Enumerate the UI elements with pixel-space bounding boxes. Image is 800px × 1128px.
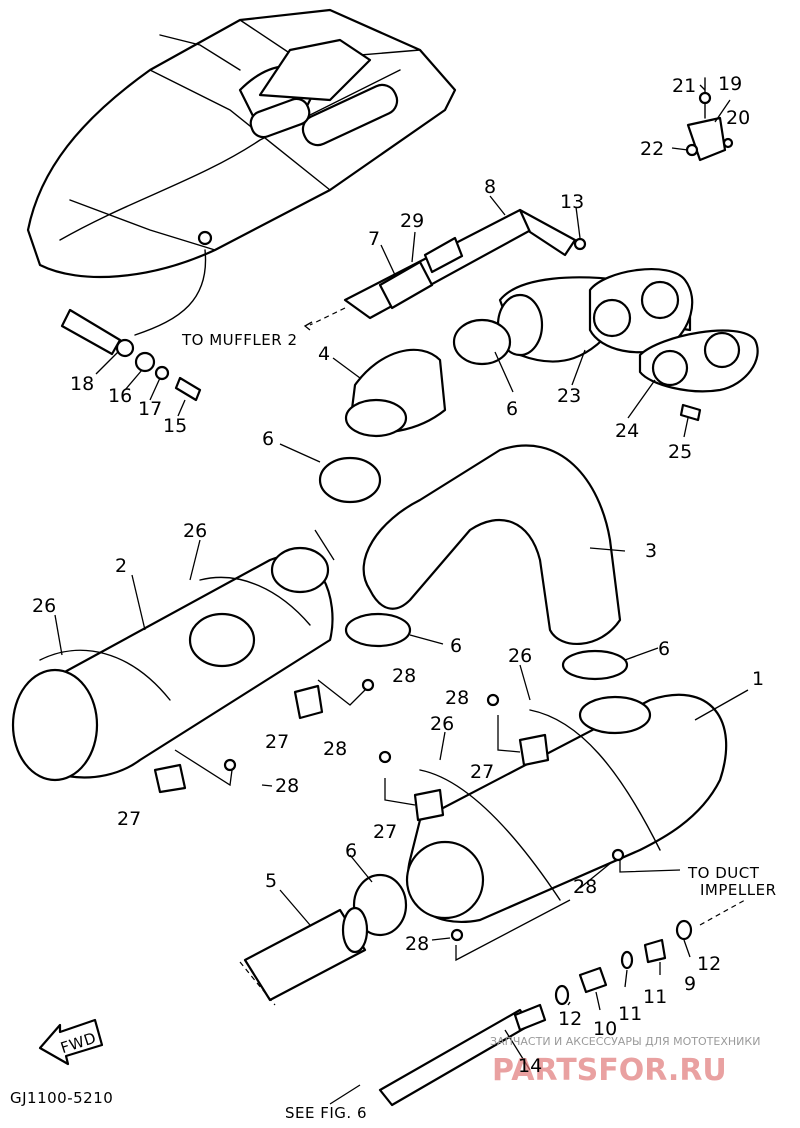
diagram-code: GJ1100-5210 [10, 1089, 113, 1107]
callout-13: 13 [560, 191, 584, 213]
bracket-assembly [685, 77, 734, 162]
callout-28b: 28 [275, 775, 299, 797]
callout-2: 2 [115, 555, 127, 577]
see-fig-leader [329, 1084, 361, 1105]
joint-4 [344, 318, 512, 438]
cooling-pipe-assembly [309, 208, 587, 326]
callout-12b: 12 [697, 953, 721, 975]
drain-assembly [378, 899, 746, 1107]
muffler-2 [11, 546, 334, 782]
callout-28a: 28 [392, 665, 416, 687]
callout-24: 24 [615, 420, 639, 442]
fwd-arrow: FWD [38, 1018, 104, 1066]
to-muffler-arrow [303, 321, 313, 331]
callout-14: 14 [518, 1055, 542, 1077]
exhaust-manifold [496, 268, 759, 422]
callout-7: 7 [368, 228, 380, 250]
callout-8: 8 [484, 176, 496, 198]
callout-16: 16 [108, 385, 132, 407]
callout-5: 5 [265, 870, 277, 892]
callout-26b: 26 [32, 595, 56, 617]
callout-6a: 6 [506, 398, 518, 420]
callout-9: 9 [684, 973, 696, 995]
leader-lines [54, 84, 749, 1071]
callout-21: 21 [672, 75, 696, 97]
callout-6d: 6 [658, 638, 670, 660]
exhaust-pipe-5 [239, 906, 369, 1006]
watermark-caption: ЗАПЧАСТИ И АКСЕССУАРЫ ДЛЯ МОТОТЕХНИКИ [490, 1035, 760, 1048]
callout-18: 18 [70, 373, 94, 395]
callout-28e: 28 [573, 876, 597, 898]
callout-20: 20 [726, 107, 750, 129]
callout-6b: 6 [262, 428, 274, 450]
callout-10: 10 [593, 1018, 617, 1040]
callout-1: 1 [752, 668, 764, 690]
callout-27a: 27 [265, 731, 289, 753]
callout-19: 19 [718, 73, 742, 95]
see-fig-note: SEE FIG. 6 [285, 1104, 367, 1122]
to-muffler-note: TO MUFFLER 2 [181, 331, 297, 349]
callout-17: 17 [138, 398, 162, 420]
callout-26a: 26 [183, 520, 207, 542]
callout-26d: 26 [430, 713, 454, 735]
to-duct-note-line1: TO DUCT [687, 864, 760, 882]
hose-assembly [60, 308, 202, 402]
to-duct-note-line2: IMPELLER [700, 881, 777, 899]
callout-12a: 12 [558, 1008, 582, 1030]
callout-3: 3 [645, 540, 657, 562]
callout-15: 15 [163, 415, 187, 437]
callout-28c: 28 [445, 687, 469, 709]
exhaust-hose-3 [362, 444, 622, 645]
callout-numbers: 1 2 3 4 5 6 6 6 6 6 7 8 9 10 11 11 12 12… [32, 73, 764, 1077]
callout-23: 23 [557, 385, 581, 407]
hose-clamps [318, 456, 629, 937]
callout-26c: 26 [508, 645, 532, 667]
callout-4: 4 [318, 343, 330, 365]
callout-27b: 27 [117, 808, 141, 830]
callout-11b: 11 [643, 986, 667, 1008]
callout-6c: 6 [450, 635, 462, 657]
watermark-brand: PARTSFOR.RU [492, 1053, 727, 1088]
callout-27d: 27 [373, 821, 397, 843]
callout-29: 29 [400, 210, 424, 232]
callout-25: 25 [668, 441, 692, 463]
brackets-and-bolts [153, 678, 625, 942]
callout-28f: 28 [405, 933, 429, 955]
muffler-1 [405, 693, 728, 923]
callout-22: 22 [640, 138, 664, 160]
watercraft-illustration [26, 8, 457, 336]
callout-6e: 6 [345, 840, 357, 862]
callout-28d: 28 [323, 738, 347, 760]
callout-27c: 27 [470, 761, 494, 783]
callout-11a: 11 [618, 1003, 642, 1025]
